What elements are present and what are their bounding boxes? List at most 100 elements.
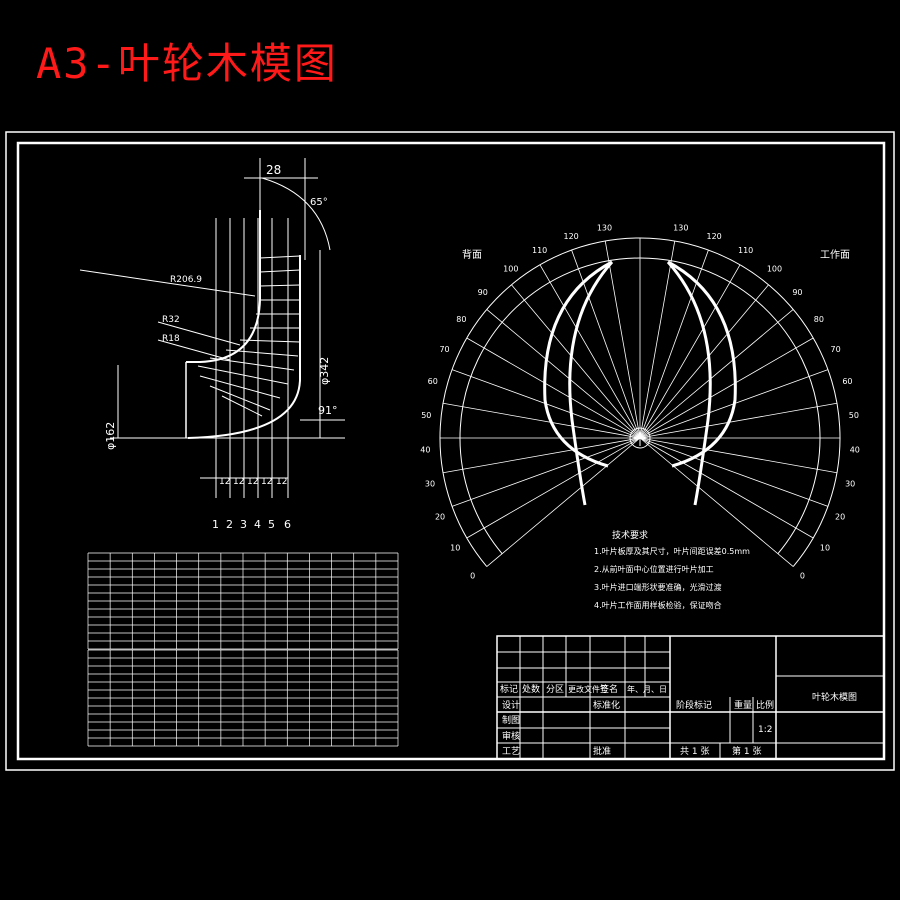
tb-drawing-name: 叶轮木模图	[812, 691, 857, 703]
polar-radial-line	[442, 402, 641, 439]
polar-right-tick: 130	[673, 223, 688, 232]
polar-radial-line	[639, 309, 794, 439]
polar-right-tick: 20	[835, 513, 845, 522]
radius-r18: R18	[162, 334, 180, 344]
tb-scale-label: 比例	[756, 699, 774, 711]
tb-col-zone: 分区	[546, 684, 564, 695]
polar-right-tick: 90	[792, 288, 802, 297]
outer-border	[5, 131, 895, 771]
polar-radial-line	[639, 437, 794, 567]
dia-342: φ342	[318, 357, 331, 385]
radius-r32: R32	[162, 315, 180, 325]
meridional-profile	[79, 158, 345, 498]
polar-left-tick: 20	[435, 513, 445, 522]
tb-sheet-no: 第 1 张	[732, 745, 761, 757]
dia-162: φ162	[104, 422, 117, 450]
tb-row-design: 设计	[502, 699, 520, 711]
station-2: 2	[226, 518, 233, 531]
polar-radial-line	[466, 337, 641, 439]
polar-left-tick: 50	[421, 411, 431, 420]
polar-right-tick: 60	[842, 377, 852, 386]
station-6: 6	[284, 518, 291, 531]
polar-radial-line	[639, 402, 838, 439]
data-table	[87, 552, 399, 747]
tb-row-process: 工艺	[502, 746, 520, 757]
polar-left-tick: 80	[456, 315, 466, 324]
spacing-4: 12	[261, 477, 272, 487]
tb-approve: 批准	[593, 745, 611, 757]
station-1: 1	[212, 518, 219, 531]
polar-left-tick: 100	[503, 265, 518, 274]
tb-col-mark: 标记	[500, 683, 518, 695]
polar-right-label: 工作面	[820, 249, 850, 261]
polar-left-tick: 120	[564, 232, 579, 241]
polar-left-tick: 60	[428, 377, 438, 386]
tech-note-2: 2.从前叶面中心位置进行叶片加工	[594, 564, 714, 574]
polar-right-tick: 110	[738, 246, 753, 255]
polar-left-tick: 110	[532, 246, 547, 255]
angle-65: 65°	[310, 197, 328, 208]
polar-radial-line	[639, 284, 769, 439]
tb-col-doc: 更改文件号	[568, 684, 608, 694]
tech-note-1: 1.叶片板厚及其尺寸，叶片间距误差0.5mm	[594, 546, 750, 556]
tb-scale: 1:2	[758, 725, 772, 735]
polar-left-tick: 130	[597, 223, 612, 232]
polar-radial-line	[486, 309, 641, 439]
tech-note-4: 4.叶片工作面用样板检验，保证吻合	[594, 600, 722, 610]
spacing-5: 12	[276, 477, 287, 487]
station-3: 3	[240, 518, 247, 531]
tech-notes: 技术要求 1.叶片板厚及其尺寸，叶片间距误差0.5mm 2.从前叶面中心位置进行…	[594, 529, 750, 610]
polar-radial-line	[639, 337, 814, 439]
polar-left-tick: 0	[470, 572, 475, 581]
polar-radial-line	[486, 437, 641, 567]
tb-std: 标准化	[593, 699, 620, 711]
polar-right-tick: 120	[706, 232, 721, 241]
polar-radial-line	[604, 240, 641, 439]
polar-radial-line	[511, 284, 641, 439]
tb-weight: 重量	[734, 699, 752, 711]
polar-radial-line	[639, 264, 741, 439]
polar-radial-line	[639, 240, 676, 439]
tb-col-date: 年、月、日	[627, 684, 667, 694]
polar-radial-line	[451, 437, 641, 507]
polar-right-tick: 100	[767, 265, 782, 274]
polar-left-tick: 30	[425, 480, 435, 489]
polar-radial-line	[466, 437, 641, 539]
polar-left-tick: 40	[420, 445, 430, 454]
tb-row-check: 审核	[502, 730, 520, 742]
polar-radial-line	[639, 437, 814, 539]
polar-right-tick: 70	[831, 345, 841, 354]
spacing-1: 12	[219, 477, 230, 487]
tb-sheet-total: 共 1 张	[680, 746, 709, 757]
tb-stage: 阶段标记	[676, 699, 712, 711]
polar-left-label: 背面	[462, 248, 482, 261]
polar-left-tick: 90	[478, 288, 488, 297]
polar-right-tick: 30	[845, 480, 855, 489]
polar-radial-line	[442, 437, 641, 474]
spacing-2: 12	[233, 477, 244, 487]
angle-91: 91°	[318, 404, 338, 417]
polar-right-tick: 80	[814, 315, 824, 324]
dim-28: 28	[266, 163, 281, 177]
tech-note-3: 3.叶片进口端形状要准确，光滑过渡	[594, 582, 722, 592]
station-4: 4	[254, 518, 261, 531]
tb-row-draw: 制图	[502, 714, 520, 726]
spacing-3: 12	[247, 477, 258, 487]
polar-blade-layout	[439, 237, 841, 567]
polar-left-tick: 70	[439, 345, 449, 354]
tb-col-sign: 签名	[600, 683, 618, 695]
radius-r2069: R206.9	[170, 275, 202, 285]
blade-curves	[543, 260, 737, 506]
polar-right-tick: 10	[820, 543, 830, 552]
station-5: 5	[268, 518, 275, 531]
polar-right-tick: 50	[849, 411, 859, 420]
polar-right-tick: 0	[800, 572, 805, 581]
polar-left-tick: 10	[450, 543, 460, 552]
polar-right-tick: 40	[850, 445, 860, 454]
inner-border	[16, 141, 886, 761]
title-block	[496, 635, 885, 760]
polar-radial-line	[539, 264, 641, 439]
tech-notes-title: 技术要求	[612, 529, 648, 541]
polar-radial-line	[639, 437, 829, 507]
